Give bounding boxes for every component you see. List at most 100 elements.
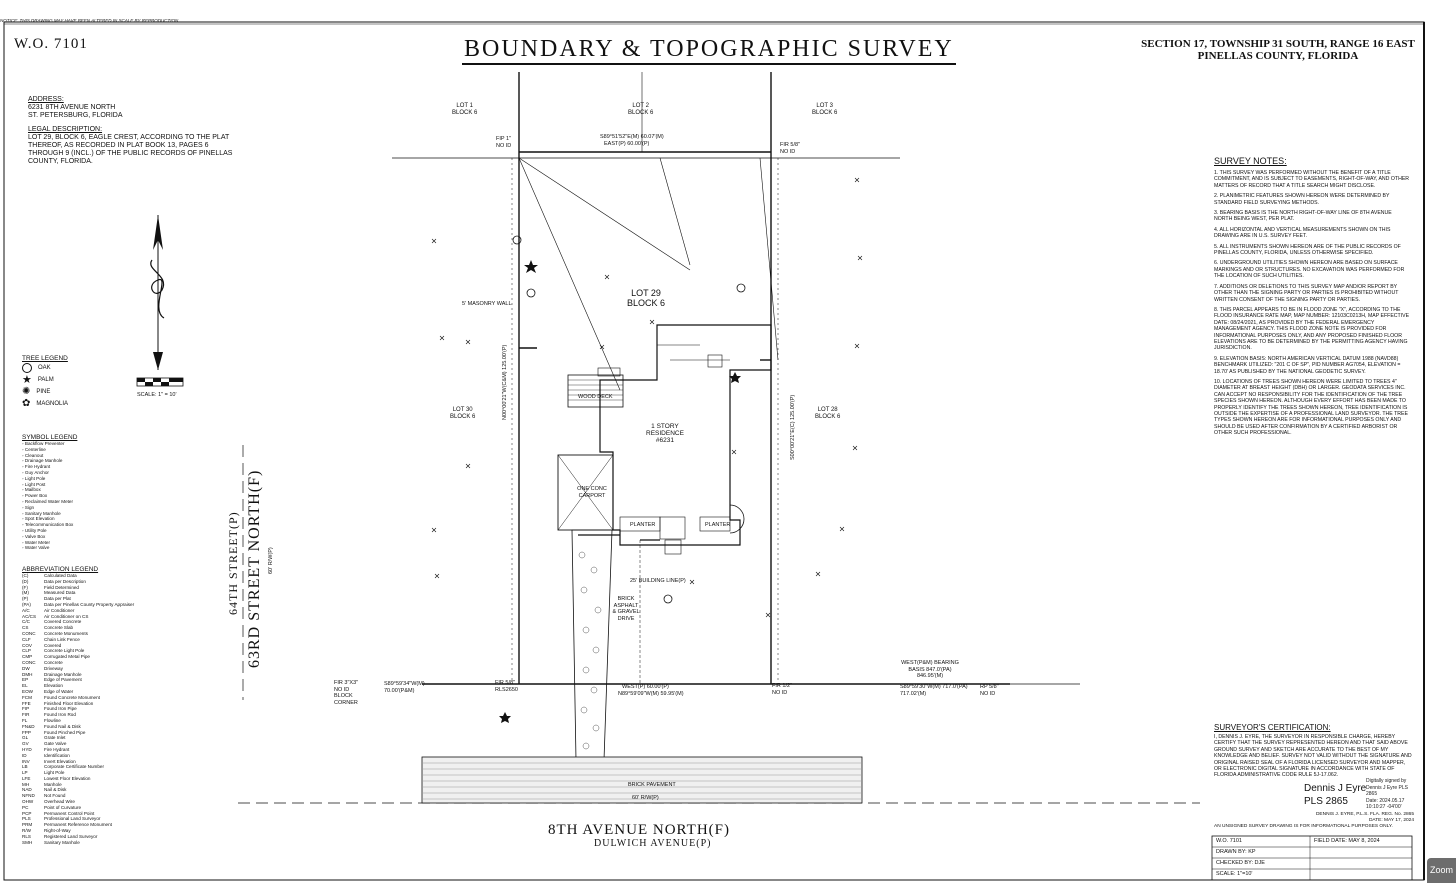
symbol-legend-item: ◦ Sanitary Manhole [22, 511, 132, 517]
abbreviation-code: DMH [22, 671, 33, 677]
signer-license: PLS 2865 [1304, 796, 1348, 807]
abbreviation-meaning: Finished Floor Elevation [44, 700, 94, 706]
avenue-name-field: 8TH AVENUE NORTH(F) [548, 822, 730, 838]
monument-right: RP 5/8" NO ID [980, 684, 999, 697]
abbreviation-meaning: Lowest Floor Elevation [44, 775, 91, 781]
symbol-legend-label: Backflow Preventer [24, 441, 65, 446]
survey-notes-list: 1. THIS SURVEY WAS PERFORMED WITHOUT THE… [1214, 170, 1410, 441]
abbreviation-code: CONC [22, 630, 36, 636]
tree-legend-item: ★ PALM [22, 374, 122, 386]
legal-description-text: LOT 29, BLOCK 6, EAGLE CREST, ACCORDING … [28, 134, 233, 165]
monument-ne: FIR 5/8" NO ID [780, 142, 800, 155]
tree-legend-title: TREE LEGEND [22, 355, 68, 362]
symbol-legend-list: ◦ Backflow Preventer◦ Centerline◦ Cleano… [22, 441, 132, 551]
survey-note: 9. ELEVATION BASIS: NORTH AMERICAN VERTI… [1214, 355, 1401, 375]
survey-note: 6. UNDERGROUND UTILITIES SHOWN HEREON AR… [1214, 260, 1405, 280]
abbreviation-meaning: Permanent Reference Monument [44, 822, 112, 828]
brick-driveway [571, 529, 613, 761]
monument-se: FIR 1/2" NO ID [772, 683, 792, 696]
abbreviation-code: (D) [22, 578, 29, 584]
abbreviation-code: EP [22, 677, 29, 683]
oak-icon [512, 235, 746, 604]
abbreviation-meaning: Professional Land Surveyor [44, 816, 101, 822]
title-block-checked-by: CHECKED BY: DJE [1216, 860, 1265, 866]
abbreviation-meaning: Drainage Manhole [44, 671, 82, 677]
abbreviation-meaning: Overhead Wire [44, 799, 75, 805]
abbreviation-code: CLP [22, 648, 31, 654]
abbreviation-meaning: Data per Plat [44, 596, 71, 602]
avenue-name-plat: DULWICH AVENUE(P) [594, 838, 712, 849]
address-label: ADDRESS: [28, 96, 64, 103]
symbol-legend-label: Cleanout [24, 452, 44, 458]
symbol-legend-item: ◦ Mailbox [22, 487, 132, 493]
symbol-legend-item: ◦ Drainage Manhole [22, 458, 132, 464]
abbreviation-meaning: Permanent Control Point [44, 810, 95, 816]
abbreviation-code: MH [22, 781, 30, 787]
abbreviation-meaning: Point of Curvature [44, 804, 82, 810]
symbol-legend-item: ◦ Water Valve [22, 545, 132, 551]
abbreviation-code: (P) [22, 596, 29, 602]
abbreviation-code: GV [22, 741, 29, 747]
abbreviation-meaning: Corrugated Metal Pipe [44, 654, 90, 660]
carport-label: ONE CONC CARPORT [577, 486, 607, 499]
tree-legend-label: MAGNOLIA [36, 401, 69, 407]
symbol-legend-item: ◦ Fire Hydrant [22, 464, 132, 470]
block-corner-monument: FIR 3"X3" NO ID BLOCK CORNER [334, 680, 359, 706]
abbreviation-code: FIR [22, 712, 30, 718]
abbreviation-meaning: Elevation [44, 683, 63, 689]
abbreviation-code: LB [22, 764, 28, 770]
legend-symbol-icon: ◦ [22, 469, 25, 475]
symbol-legend-item: ◦ Light Post [22, 482, 132, 488]
symbol-legend: SYMBOL LEGEND ◦ Backflow Preventer◦ Cent… [22, 434, 132, 551]
abbreviation-code: RLS [22, 833, 31, 839]
symbol-legend-label: Power Box [24, 493, 48, 499]
symbol-legend-label: Sanitary Manhole [24, 510, 61, 516]
legal-description-label: LEGAL DESCRIPTION: [28, 126, 103, 133]
symbol-legend-item: ◦ Reclaimed Water Meter [22, 499, 132, 505]
abbreviation-code: CMP [22, 654, 33, 660]
work-order-number: W.O. 7101 [14, 36, 88, 52]
abbreviation-meaning: Flowline [44, 717, 61, 723]
wood-deck [567, 367, 624, 408]
address-line-1: 6231 8TH AVENUE NORTH [28, 104, 116, 111]
survey-note: 5. ALL INSTRUMENTS SHOWN HEREON ARE OF T… [1214, 243, 1401, 257]
tree-legend-item: ✿ MAGNOLIA [22, 398, 122, 410]
symbol-legend-item: ◦ Water Meter [22, 540, 132, 546]
legend-symbol-icon: ◦ [22, 475, 25, 481]
abbreviation-meaning: Right-of-Way [44, 828, 71, 834]
abbreviation-meaning: Concrete Monuments [44, 630, 88, 636]
magnolia-icon: ✿ [22, 398, 31, 409]
abbreviation-code: HYD [22, 746, 32, 752]
certification-title: SURVEYOR'S CERTIFICATION: [1214, 723, 1331, 732]
legend-symbol-icon: ◦ [22, 446, 25, 452]
legend-symbol-icon: ◦ [22, 481, 25, 487]
page-title: BOUNDARY & TOPOGRAPHIC SURVEY [462, 36, 956, 65]
survey-note: 8. THIS PARCEL APPEARS TO BE IN FLOOD ZO… [1214, 306, 1410, 352]
oak-icon [22, 363, 32, 373]
zoom-button[interactable]: Zoom [1427, 858, 1456, 883]
abbreviation-meaning: Not Found [44, 793, 66, 799]
abbreviation-meaning: Air Conditioner [44, 607, 75, 613]
abbreviation-meaning: Air Conditioner on CS [44, 613, 89, 619]
symbol-legend-label: Guy Anchor [24, 469, 49, 475]
abbreviation-code: FFE [22, 700, 31, 706]
driveway-label: BRICK ASPHALT & GRAVEL DRIVE [612, 596, 640, 622]
